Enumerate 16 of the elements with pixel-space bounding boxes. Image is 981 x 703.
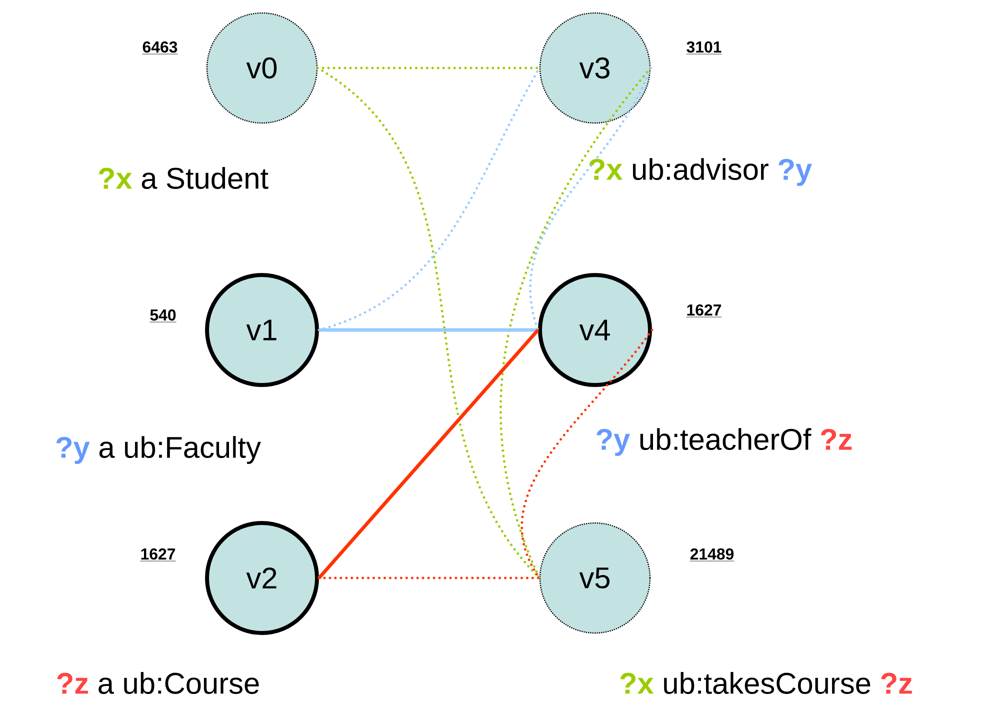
count-label: 3101 (686, 41, 722, 54)
count-label: 540 (150, 309, 176, 322)
pattern-label: ?z a ub:Course (57, 672, 259, 694)
pattern-label: ?x a Student (98, 167, 268, 189)
edge (318, 328, 540, 580)
pattern-label: ?y ub:teacherOf ?z (596, 428, 852, 456)
count-label: 1627 (686, 304, 722, 318)
pattern-label: ?x ub:advisor ?y (589, 158, 812, 186)
pattern-label: ?y a ub:Faculty (56, 436, 261, 464)
count-label: 1627 (140, 548, 176, 562)
edge (319, 328, 538, 332)
pattern-label: ?x ub:takesCourse ?z (620, 672, 912, 694)
edge (318, 576, 541, 580)
edge (529, 66, 652, 332)
count-label: 6463 (142, 41, 178, 54)
count-label: 21489 (690, 548, 734, 562)
